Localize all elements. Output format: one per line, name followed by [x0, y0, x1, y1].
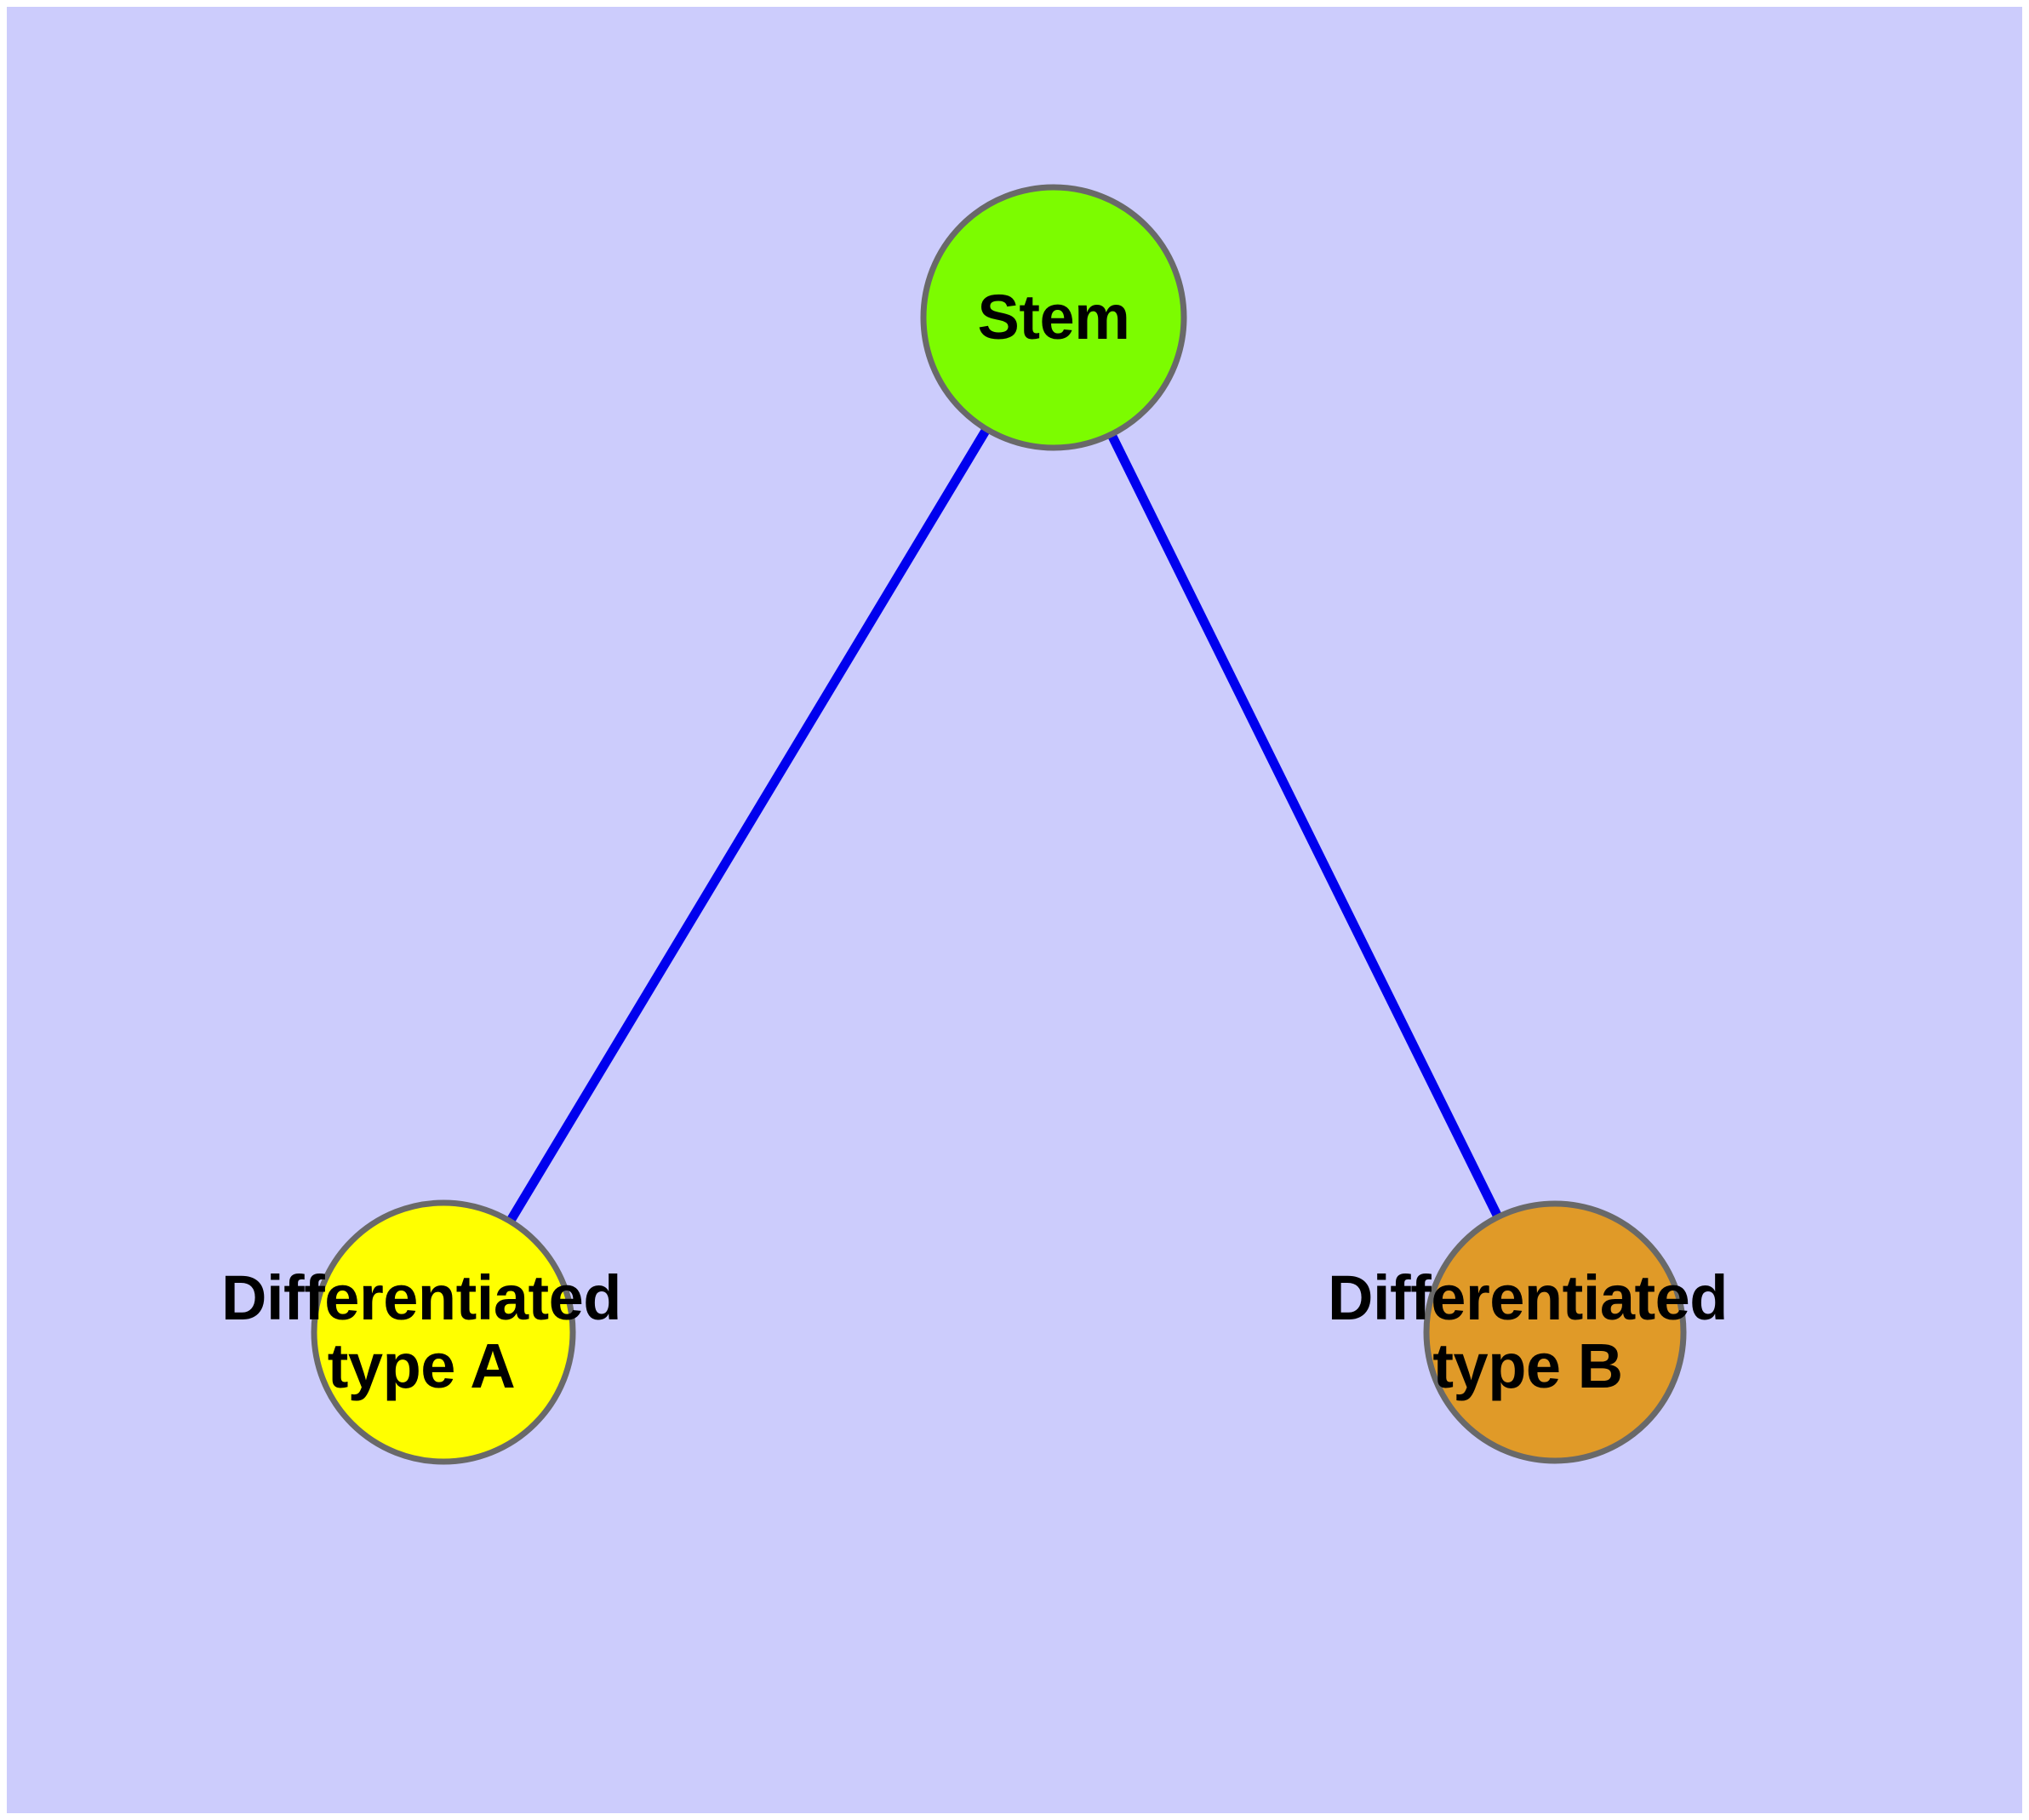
node-layer [311, 184, 1687, 1465]
graph-svg [311, 184, 1687, 1465]
edge-stem-to-differentiated-type-a[interactable] [504, 423, 992, 1228]
node-differentiated-type-b[interactable] [1423, 1200, 1687, 1464]
node-stem[interactable] [920, 184, 1187, 451]
graph-plot-area: Stem Differentiated type A Differentiate… [7, 7, 2022, 1813]
edge-stem-to-differentiated-type-b[interactable] [1106, 429, 1504, 1222]
node-differentiated-type-a[interactable] [311, 1199, 576, 1465]
edge-layer [504, 423, 1504, 1228]
